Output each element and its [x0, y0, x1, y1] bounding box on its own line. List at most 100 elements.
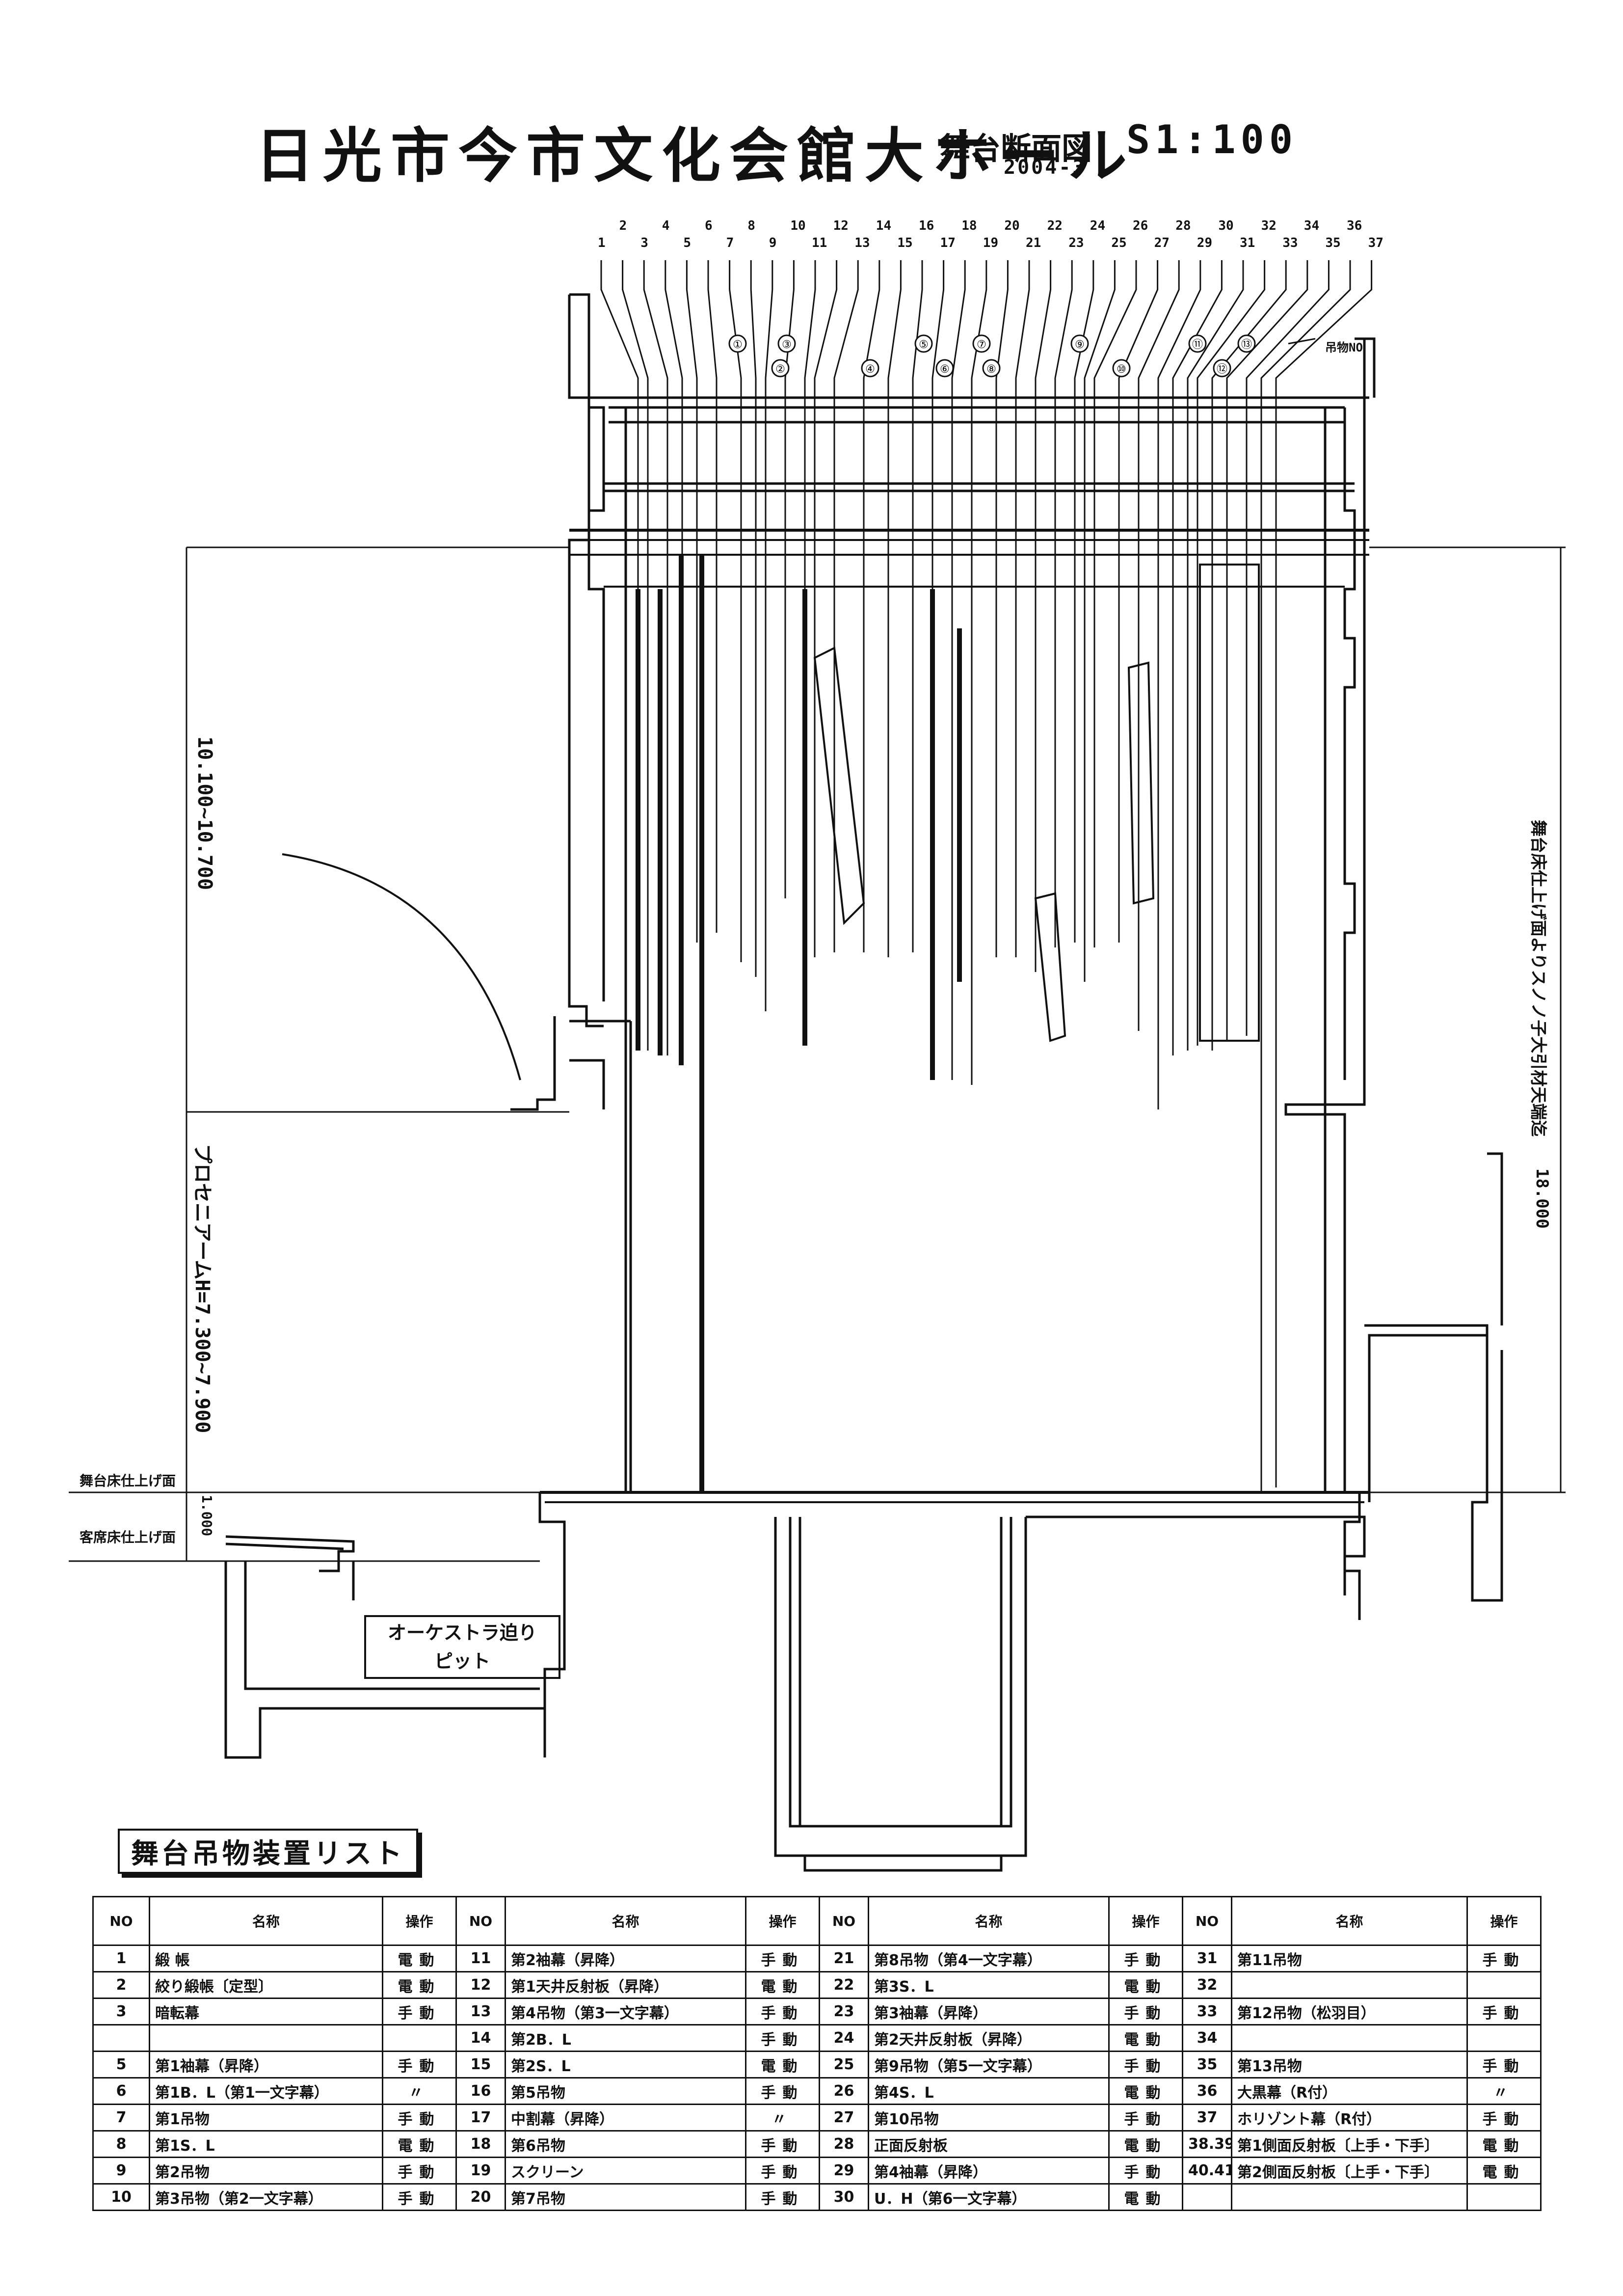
rigging-no-cell: 24	[819, 2024, 869, 2052]
fly-line	[887, 260, 902, 957]
rigging-op-cell: 手動	[1108, 2104, 1183, 2132]
drawing-title: 日光市今市文化会館大ホール	[255, 122, 1136, 190]
line-number: 25	[1111, 236, 1127, 250]
rigging-op-cell: 手動	[382, 2157, 457, 2185]
rigging-name-cell: 第6吊物	[505, 2130, 746, 2158]
rigging-no-cell: 30	[819, 2183, 869, 2211]
rigging-no-cell: 14	[455, 2024, 506, 2052]
fly-line	[814, 260, 838, 957]
fly-line	[863, 260, 880, 952]
line-number: 19	[983, 236, 999, 250]
rigging-name-cell: 第1天井反射板（昇降）	[505, 1971, 746, 1999]
fly-line	[1211, 260, 1287, 1051]
rigging-op-cell: 手動	[1108, 1998, 1183, 2026]
batten-marker-circle	[1237, 334, 1256, 353]
rigging-no-cell: 33	[1182, 1998, 1232, 2026]
reflector-panel	[1127, 661, 1155, 905]
header-no: NO	[819, 1896, 869, 1946]
hang-no-label: 吊物NO	[1325, 341, 1363, 354]
batten-marker: ③	[782, 339, 792, 351]
rigging-name-cell: 第4S．L	[868, 2077, 1110, 2105]
batten-marker-circle	[777, 334, 796, 353]
batten-marker: ①	[733, 339, 743, 351]
rigging-no-cell	[1182, 2183, 1232, 2211]
rigging-op-cell	[1466, 2024, 1542, 2052]
rigging-no-cell: 27	[819, 2104, 869, 2132]
line-number: 12	[833, 218, 849, 233]
rigging-op-cell: 電動	[382, 1945, 457, 1972]
fly-line	[1246, 260, 1330, 1036]
line-number: 7	[726, 236, 734, 250]
batten-marker-circle	[728, 334, 747, 353]
rigging-name-cell: スクリーン	[505, 2157, 746, 2185]
line-number: 5	[683, 236, 692, 250]
rigging-no-cell: 13	[455, 1998, 506, 2026]
batten-marker: ②	[775, 363, 785, 376]
fly-line	[995, 260, 1009, 957]
rigging-no-cell: 26	[819, 2077, 869, 2105]
rigging-name-cell: 第11吊物	[1231, 1945, 1468, 1972]
rigging-op-cell: 手動	[382, 2104, 457, 2132]
header-name: 名称	[1231, 1896, 1468, 1946]
rigging-name-cell: 第2B．L	[505, 2024, 746, 2052]
rigging-no-cell: 23	[819, 1998, 869, 2026]
rigging-no-cell: 36	[1182, 2077, 1232, 2105]
rigging-op-cell: 手動	[745, 1945, 820, 1972]
rigging-no-cell: 31	[1182, 1945, 1232, 1972]
rigging-name-cell: 第1袖幕（昇降）	[149, 2051, 383, 2079]
rigging-no-cell: 18	[455, 2130, 506, 2158]
rigging-name-cell: 第10吊物	[868, 2104, 1110, 2132]
rigging-name-cell: 第1S．L	[149, 2130, 383, 2158]
header-no: NO	[455, 1896, 506, 1946]
batten-marker-circle	[972, 334, 991, 353]
fly-line	[1118, 260, 1159, 943]
batten-marker: ⑧	[986, 363, 996, 376]
rigging-name-cell: 暗転幕	[149, 1998, 383, 2026]
rigging-name-cell: 第3吊物（第2一文字幕）	[149, 2183, 383, 2211]
rigging-op-cell: 電動	[1108, 2130, 1183, 2158]
header-op: 操作	[1108, 1896, 1183, 1946]
line-number: 29	[1197, 236, 1213, 250]
left-dimension: 10.100~10.700	[193, 736, 216, 891]
fly-line	[707, 260, 718, 933]
rigging-no-cell: 16	[455, 2077, 506, 2105]
rigging-op-cell: 〃	[1466, 2077, 1542, 2105]
line-number: 27	[1154, 236, 1170, 250]
fly-line	[643, 260, 668, 1055]
line-number: 4	[662, 218, 670, 233]
line-number: 31	[1240, 236, 1255, 250]
fly-line	[1187, 260, 1244, 1051]
rigging-name-cell: 第2S．L	[505, 2051, 746, 2079]
rigging-no-cell: 19	[455, 2157, 506, 2185]
line-number: 3	[640, 236, 648, 250]
line-number: 16	[919, 218, 934, 233]
rigging-op-cell: 手動	[382, 2051, 457, 2079]
rigging-op-cell	[1466, 2183, 1542, 2211]
header-name: 名称	[149, 1896, 383, 1946]
fly-line	[600, 260, 639, 1046]
rigging-name-cell: 第4吊物（第3一文字幕）	[505, 1998, 746, 2026]
rigging-op-cell: 手動	[1466, 1998, 1542, 2026]
batten-marker-circle	[1070, 334, 1089, 353]
batten-marker-circle	[1188, 334, 1207, 353]
rigging-name-cell: 第1吊物	[149, 2104, 383, 2132]
reflector-panel	[813, 646, 865, 925]
header-name: 名称	[505, 1896, 746, 1946]
rigging-op-cell: 電動	[1108, 2024, 1183, 2052]
rigging-op-cell: 手動	[745, 2157, 820, 2185]
rigging-op-cell: 手動	[1108, 1945, 1183, 1972]
batten-marker-circle	[861, 359, 879, 378]
header-no: NO	[1182, 1896, 1232, 1946]
rigging-no-cell: 1	[92, 1945, 150, 1972]
rigging-name-cell: 第1B．L（第1一文字幕）	[149, 2077, 383, 2105]
step-dimension: 1.000	[199, 1495, 215, 1537]
batten-marker: ⑨	[1075, 339, 1085, 351]
fly-line	[1172, 260, 1223, 1055]
rigging-op-cell: 手動	[745, 1998, 820, 2026]
batten-marker: ⑬	[1241, 339, 1252, 351]
line-number: 35	[1325, 236, 1341, 250]
